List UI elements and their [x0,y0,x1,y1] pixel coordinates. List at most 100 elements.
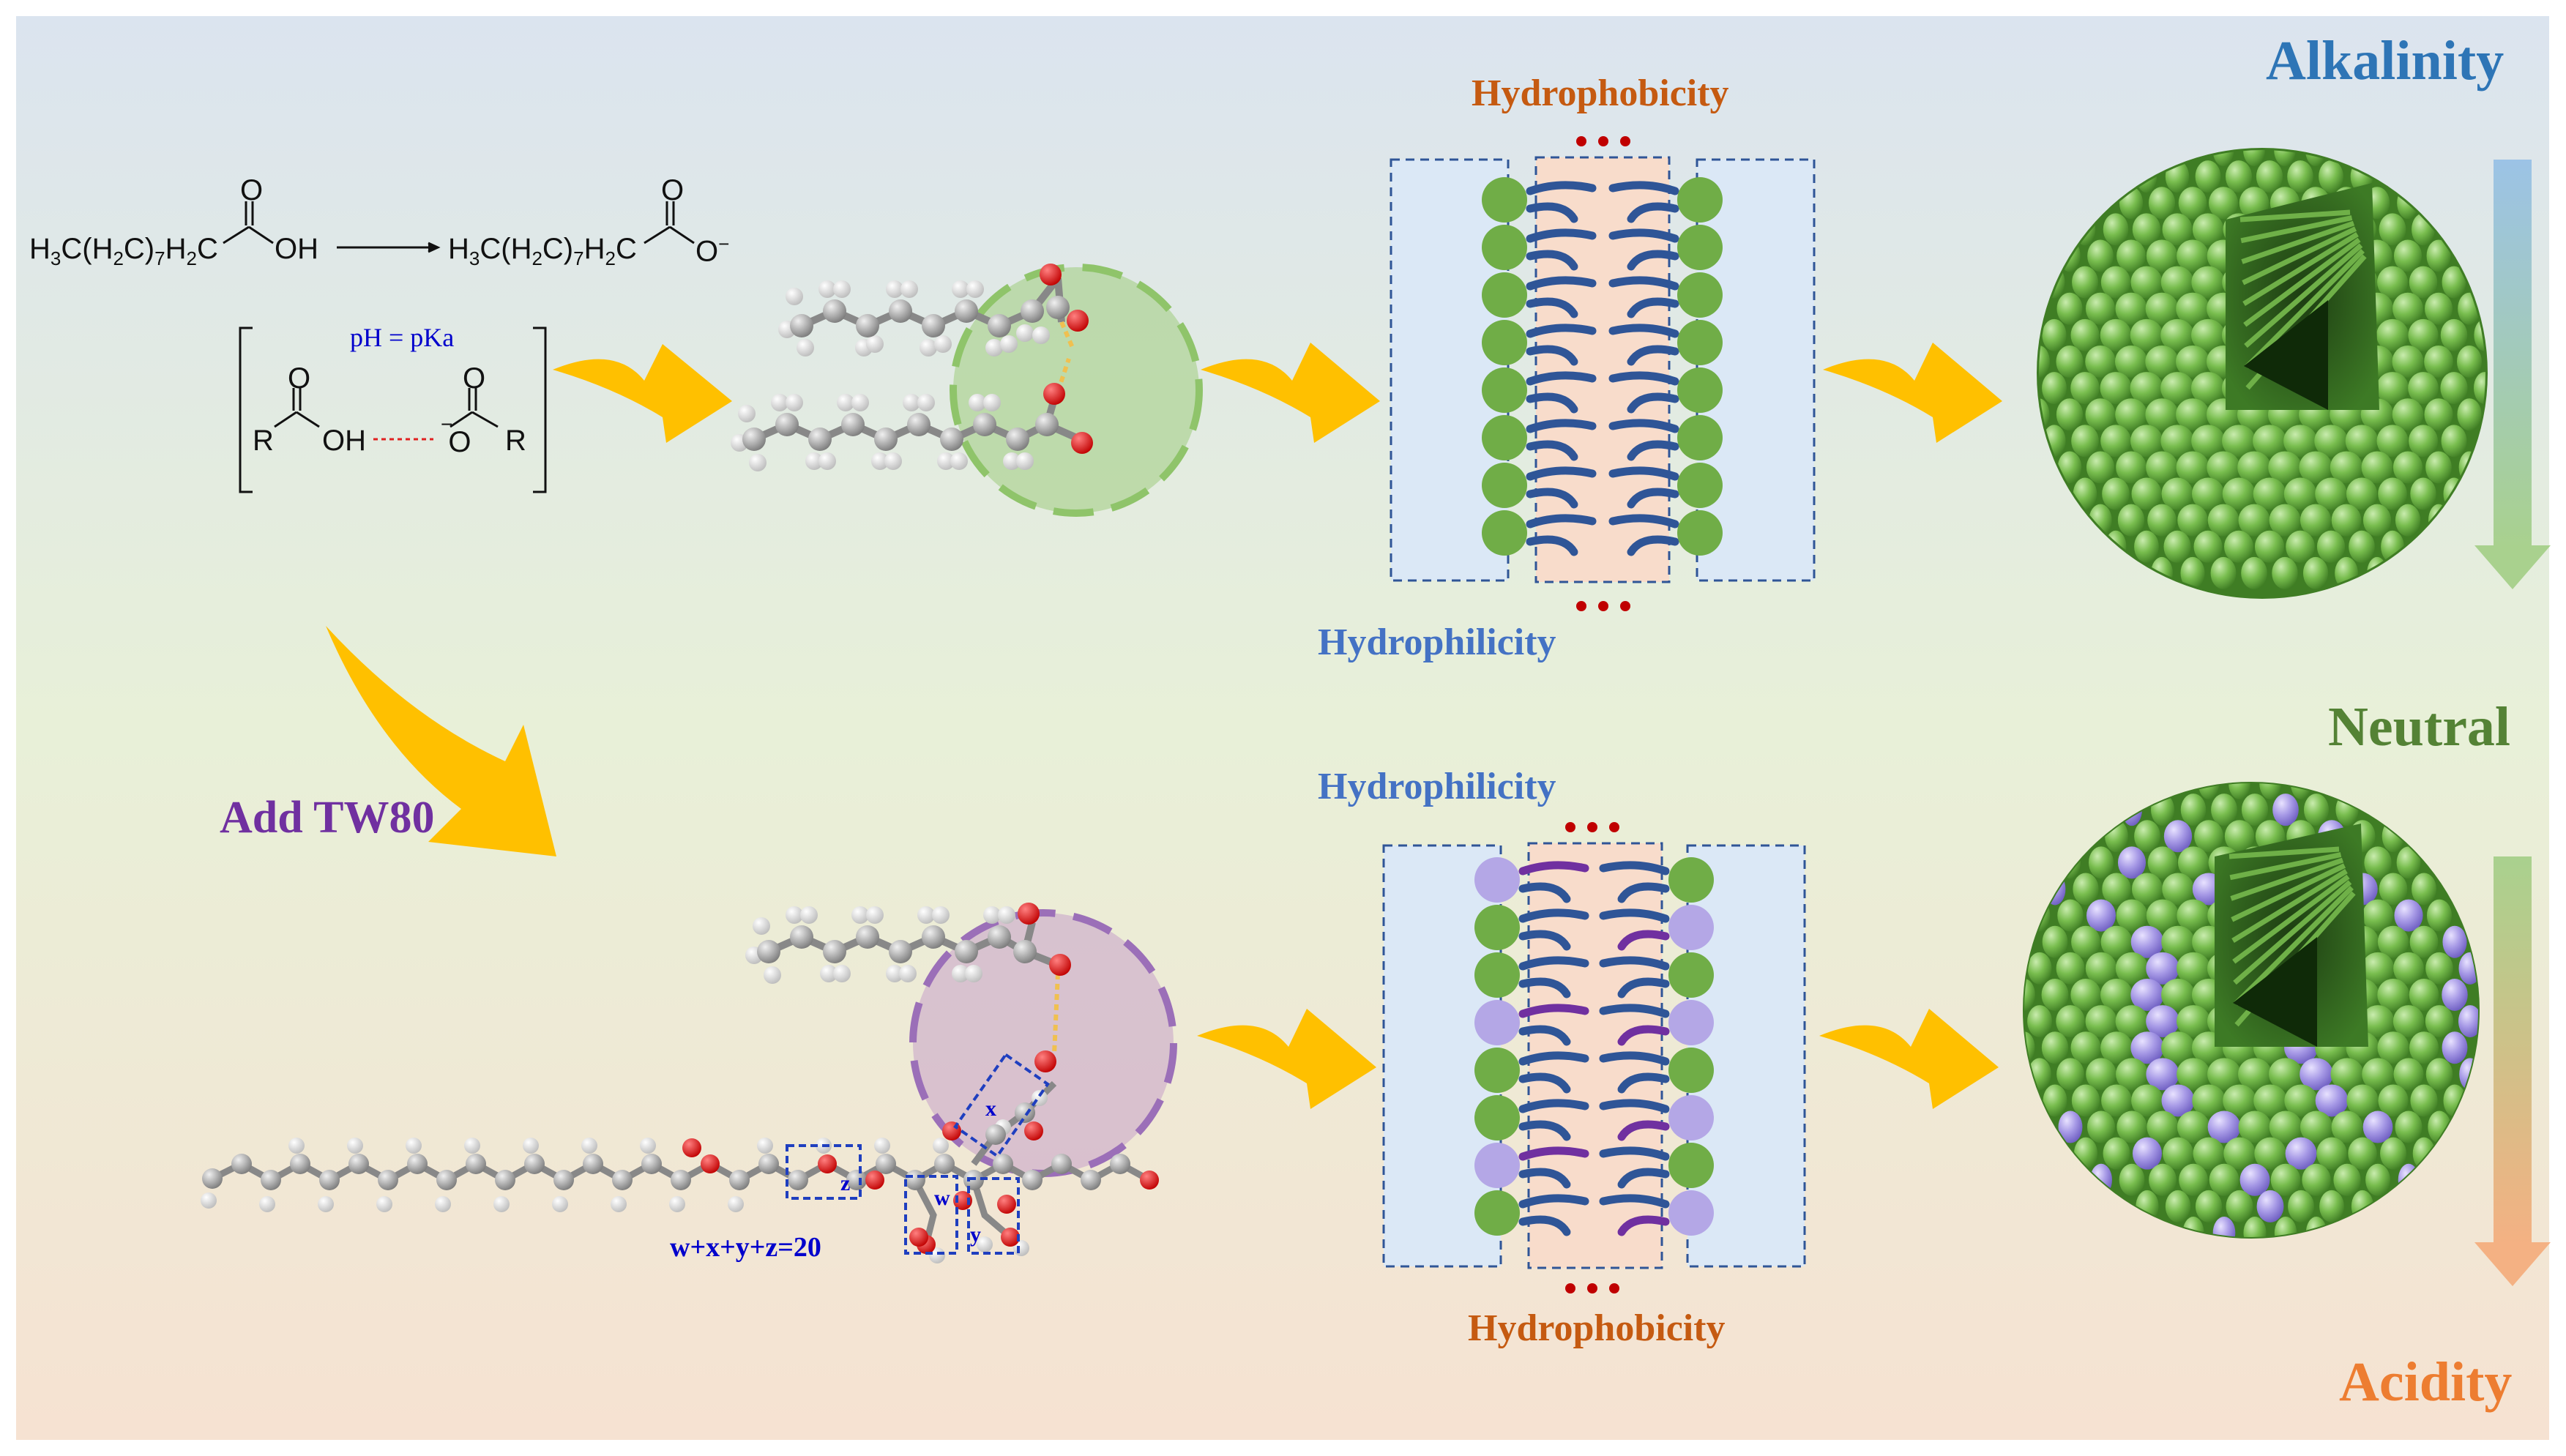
chem-bonds [223,201,695,493]
vesicle-bead [2163,530,2191,563]
vesicle-bead [2440,318,2468,351]
label-wxyz: w+x+y+z=20 [670,1232,821,1263]
lipid-tail [1526,535,1578,556]
vesicle-bead [2192,1084,2226,1117]
vesicle-bead [2161,477,2193,510]
vesicle-bead [2253,425,2286,458]
label-box-x: x [985,1097,996,1121]
fatty-acid-molecule-tw80 [745,903,1071,1072]
vesicle-inner-strand [2233,880,2352,985]
vesicle-bead [2409,266,2438,299]
vesicle-bead [2024,1031,2035,1064]
label-box-y: y [970,1222,981,1247]
vesicle-bead [2409,925,2439,958]
product-carbonyl-o: O [661,174,685,206]
box-y [967,1177,1020,1255]
lipid-tail [1518,882,1571,903]
vesicle-bead [2116,451,2147,484]
vesicle-bead [2102,477,2130,510]
vesicle-bead [2396,846,2421,879]
vesicle-bead [2191,477,2225,510]
vesicle-bead [2207,451,2240,484]
vesicle-bead [2191,318,2225,351]
vesicle-bead [2115,1005,2149,1038]
arrow-1 [553,344,732,443]
vesicle-bead [2177,1058,2210,1091]
vesicle-bead [2330,1058,2364,1091]
lipid-head [1482,320,1527,365]
lipid-tail [1599,908,1670,923]
lipid-head [1677,510,1723,556]
vesicle-bead [2085,345,2116,378]
vesicle-inner-strand [2243,237,2361,327]
vesicle-bead [2161,925,2195,958]
vesicle-bead [2027,1005,2052,1038]
lipid-tail [1627,488,1679,509]
vesicle-bead [2177,1005,2210,1038]
vesicle-bead [2070,1031,2101,1064]
vesicle-bead [2376,425,2409,458]
vesicle-bead [2161,978,2195,1011]
lipid-head [1677,415,1723,460]
lipid-tail [1518,1099,1589,1113]
vesicle-bead [2410,477,2436,510]
vesicle-bead [2302,556,2329,589]
vesicle-bead-tw80 [2212,1217,2236,1237]
tw80-head [1668,1190,1714,1236]
dimer-o-left: O [288,362,311,395]
vesicle-bead [2116,1110,2147,1143]
flow-arrows [326,343,2002,1109]
vesicle-bead [2349,530,2375,563]
vesicle-bead [2229,783,2250,799]
lipid-head [1677,177,1723,223]
vesicle-bead [2361,451,2393,484]
vesicle-bead [2042,318,2067,351]
vesicle-bead [2100,925,2133,958]
lipid-head [1482,510,1527,556]
vesicle-bead [2100,318,2132,351]
lipid-tail [1599,956,1670,971]
vesicle-bead [2269,1058,2302,1091]
arrow-5 [1819,1009,1999,1109]
vesicle-bead [2331,504,2362,537]
lipid-tail [1617,882,1670,903]
lipid-head [1677,320,1723,365]
lipid-tail [1518,1168,1571,1189]
tw80-head [1668,1095,1714,1140]
vesicle-bead [2177,239,2209,272]
vesicle-bead [2305,150,2327,166]
vesicle-bead [2130,425,2163,458]
vesicle-inner-strand [2231,869,2348,943]
vesicle-inner-strand [2242,232,2359,306]
vesicle-bead [2238,1058,2272,1091]
lipid-head [1482,367,1527,413]
vesicle-bead [2114,345,2148,378]
lipid-tail [1608,181,1679,195]
vesicle-bead [2424,345,2453,378]
box-x [953,1052,1050,1159]
vesicle-bead [2180,556,2205,589]
vesicle-bead [2056,398,2084,431]
lipid-tail [1518,908,1589,923]
label-hydrophilicity-bottom: Hydrophilicity [1318,766,1556,807]
lipid-tail [1526,324,1597,338]
lipid-tail [1627,297,1679,318]
vesicle-bead [2274,150,2296,166]
vesicle-bead [2380,1137,2406,1170]
lipid-tail [1526,202,1578,223]
vesicle-bead [2365,1163,2390,1196]
vesicle-bead [2361,952,2395,985]
lipid-head [1677,463,1723,508]
vesicle-bead [2177,952,2210,985]
vesicle-bead [2457,398,2482,431]
vesicle-bead [2176,345,2209,378]
vesicle-bead [2160,425,2194,458]
vesicle-bead [2425,1058,2453,1091]
lipid-tail [1518,861,1589,876]
lipid-head [1482,463,1527,508]
vesicle-bead [2103,1137,2130,1170]
lipid-tail [1518,1215,1571,1236]
bilayer-bottom [1382,842,1806,1269]
vesicle-bead [2165,1190,2191,1222]
